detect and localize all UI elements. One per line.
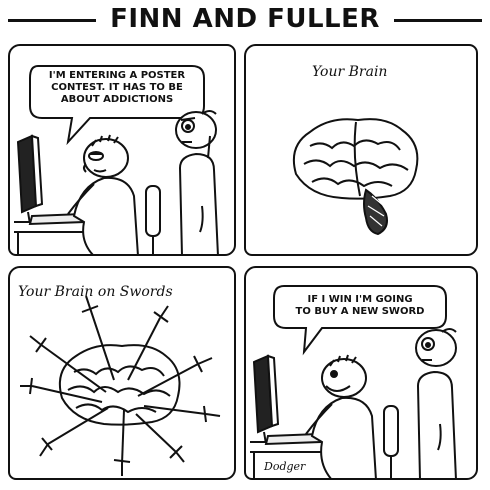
office-chair: [383, 405, 399, 478]
panel-4: IF I WIN I'M GOING TO BUY A NEW SWORD Do…: [244, 266, 478, 480]
strip-title-bar: FINN AND FULLER: [0, 2, 490, 34]
brain-illustration: [292, 118, 419, 236]
balloon-2-line-1: IF I WIN I'M GOING: [307, 294, 413, 305]
computer-monitor: [252, 354, 280, 445]
speech-balloon-2: [273, 285, 447, 356]
balloon-1-line-1: I'M ENTERING A POSTER: [48, 70, 186, 81]
standing-character: [175, 110, 219, 254]
speech-balloon-text-2: IF I WIN I'M GOING TO BUY A NEW SWORD: [276, 294, 444, 318]
brain-with-swords-illustration: [20, 295, 221, 476]
strip-title: FINN AND FULLER: [110, 4, 380, 34]
panel-1-artwork: [14, 65, 219, 254]
speech-balloon-text-1: I'M ENTERING A POSTER CONTEST. IT HAS TO…: [32, 70, 202, 106]
seated-character-smiling: [305, 354, 377, 478]
panel-3-caption: Your Brain on Swords: [18, 284, 173, 300]
panel-2-caption: Your Brain: [312, 64, 388, 80]
speech-balloon-1: [29, 65, 205, 146]
title-rule-right: [394, 19, 482, 22]
balloon-1-line-2: CONTEST. IT HAS TO BE: [51, 82, 183, 93]
panel-4-artwork: [250, 285, 457, 478]
balloon-2-line-2: TO BUY A NEW SWORD: [295, 306, 425, 317]
panel-3: Your Brain on Swords: [8, 266, 236, 480]
artist-signature: Dodger: [264, 460, 306, 473]
panel-2: Your Brain: [244, 44, 478, 256]
panel-1: I'M ENTERING A POSTER CONTEST. IT HAS TO…: [8, 44, 236, 256]
balloon-1-line-3: ABOUT ADDICTIONS: [60, 94, 174, 105]
computer-monitor: [16, 134, 44, 225]
office-chair: [145, 185, 161, 254]
standing-character: [415, 328, 457, 478]
swords: [20, 295, 221, 476]
seated-character: [67, 134, 139, 254]
title-rule-left: [8, 19, 96, 22]
desk: [250, 432, 337, 478]
